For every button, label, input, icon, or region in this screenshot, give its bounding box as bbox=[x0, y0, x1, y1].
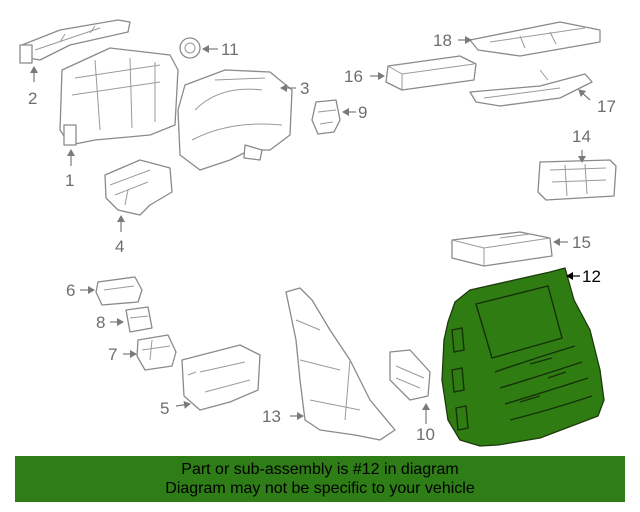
part-12-radio-display-assembly bbox=[441, 267, 605, 447]
part-2-bracket bbox=[19, 19, 131, 82]
callout-5: 5 bbox=[160, 399, 169, 418]
callout-9: 9 bbox=[358, 103, 367, 122]
part-10-switch bbox=[389, 349, 431, 424]
banner-line-disclaimer: Diagram may not be specific to your vehi… bbox=[165, 480, 475, 497]
callout-6: 6 bbox=[66, 281, 75, 300]
callout-13: 13 bbox=[262, 407, 281, 426]
part-8-switch bbox=[110, 306, 153, 333]
callout-2: 2 bbox=[28, 89, 37, 108]
callout-16: 16 bbox=[344, 67, 363, 86]
callout-7: 7 bbox=[108, 345, 117, 364]
highlight-notice-banner: Part or sub-assembly is #12 in diagram D… bbox=[15, 456, 625, 502]
part-7-switch bbox=[123, 334, 177, 371]
callout-4: 4 bbox=[115, 237, 124, 256]
callout-18: 18 bbox=[433, 31, 452, 50]
callout-8: 8 bbox=[96, 313, 105, 332]
part-13-bracket bbox=[285, 287, 396, 441]
banner-line-part: Part or sub-assembly is #12 in diagram bbox=[181, 461, 459, 478]
callout-12: 12 bbox=[582, 267, 601, 286]
callout-1: 1 bbox=[65, 171, 74, 190]
part-16-module bbox=[370, 55, 477, 91]
part-17-trim bbox=[469, 69, 593, 107]
callout-10: 10 bbox=[416, 425, 435, 444]
part-15-receiver bbox=[451, 231, 568, 267]
part-11-knob bbox=[179, 37, 218, 59]
part-14-control-panel bbox=[537, 150, 617, 201]
part-3-cluster-bezel bbox=[177, 69, 296, 171]
part-9-switch bbox=[311, 99, 356, 135]
part-1-cluster-housing bbox=[59, 47, 179, 166]
callout-3: 3 bbox=[300, 79, 309, 98]
callout-17: 17 bbox=[597, 97, 616, 116]
part-6-switch bbox=[80, 276, 143, 306]
part-4-module bbox=[104, 159, 173, 232]
callout-15: 15 bbox=[572, 233, 591, 252]
callout-11: 11 bbox=[221, 40, 239, 59]
callout-14: 14 bbox=[572, 127, 591, 146]
part-18-tray bbox=[458, 21, 601, 57]
part-5-trim-panel bbox=[175, 344, 261, 411]
